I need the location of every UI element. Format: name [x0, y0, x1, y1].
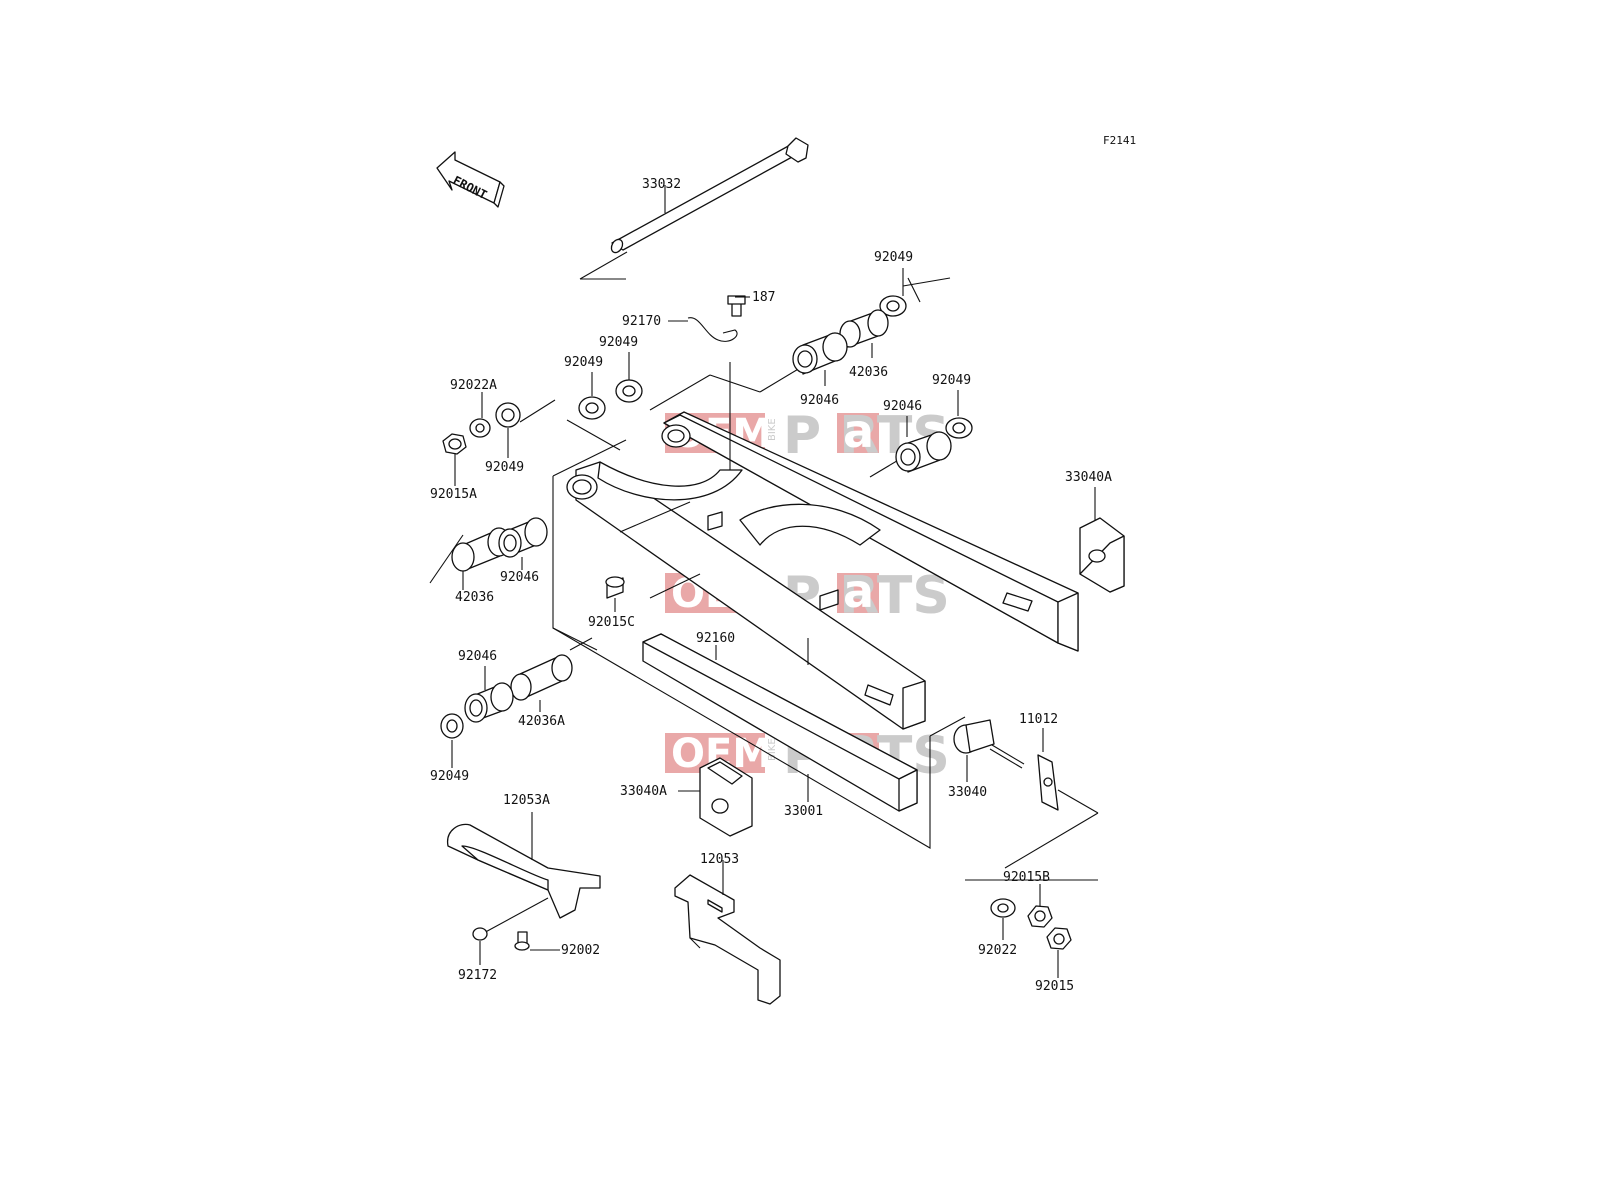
part-label-92022: 92022 — [978, 943, 1017, 958]
part-label-12053: 12053 — [700, 852, 739, 867]
part-label-33040A: 33040A — [620, 784, 667, 799]
sheet-code: F2141 — [1103, 134, 1136, 147]
part-label-92046: 92046 — [500, 570, 539, 585]
part-label-92170: 92170 — [622, 314, 661, 329]
part-label-42036: 42036 — [455, 590, 494, 605]
part-label-92046: 92046 — [800, 393, 839, 408]
part-label-33040: 33040 — [948, 785, 987, 800]
clip-and-bolt — [687, 295, 746, 342]
part-label-187: 187 — [752, 290, 775, 305]
part-label-92015A: 92015A — [430, 487, 477, 502]
svg-text:BIKE: BIKE — [767, 738, 778, 761]
part-label-92049: 92049 — [874, 250, 913, 265]
chain-guard — [447, 823, 601, 951]
front-arrow-icon: FRONT — [436, 151, 505, 208]
nuts-washers — [990, 898, 1072, 950]
svg-text:BIKE: BIKE — [767, 418, 778, 441]
part-label-42036A: 42036A — [518, 714, 565, 729]
swingarm-frame — [566, 362, 1079, 730]
part-label-33032: 33032 — [642, 177, 681, 192]
bushing-parts — [440, 295, 973, 739]
part-label-92015B: 92015B — [1003, 870, 1050, 885]
part-label-92049: 92049 — [430, 769, 469, 784]
part-label-92049: 92049 — [932, 373, 971, 388]
part-labels: 33032 187 92170 92049 42036 92049 92049 … — [430, 177, 1112, 994]
leader-lines — [429, 185, 1098, 978]
part-label-92015C: 92015C — [588, 615, 635, 630]
part-label-42036: 42036 — [849, 365, 888, 380]
part-label-92172: 92172 — [458, 968, 497, 983]
part-label-92049: 92049 — [564, 355, 603, 370]
pivot-shaft — [579, 137, 809, 280]
part-label-11012: 11012 — [1019, 712, 1058, 727]
part-label-33040A: 33040A — [1065, 470, 1112, 485]
part-label-92049: 92049 — [485, 460, 524, 475]
chain-adjuster-right — [1079, 517, 1125, 593]
part-label-92002: 92002 — [561, 943, 600, 958]
part-label-92160: 92160 — [696, 631, 735, 646]
part-label-92046: 92046 — [883, 399, 922, 414]
part-label-92022A: 92022A — [450, 378, 497, 393]
svg-text:a: a — [843, 564, 874, 618]
chain-slider — [642, 633, 918, 812]
part-label-92015: 92015 — [1035, 979, 1074, 994]
adjuster-bolt — [953, 719, 1099, 869]
chain-adjuster-mid — [699, 757, 753, 837]
part-label-92046: 92046 — [458, 649, 497, 664]
part-label-33001: 33001 — [784, 804, 823, 819]
svg-text:a: a — [843, 404, 874, 458]
part-label-92049: 92049 — [599, 335, 638, 350]
part-label-12053A: 12053A — [503, 793, 550, 808]
chain-cover — [674, 874, 781, 1005]
